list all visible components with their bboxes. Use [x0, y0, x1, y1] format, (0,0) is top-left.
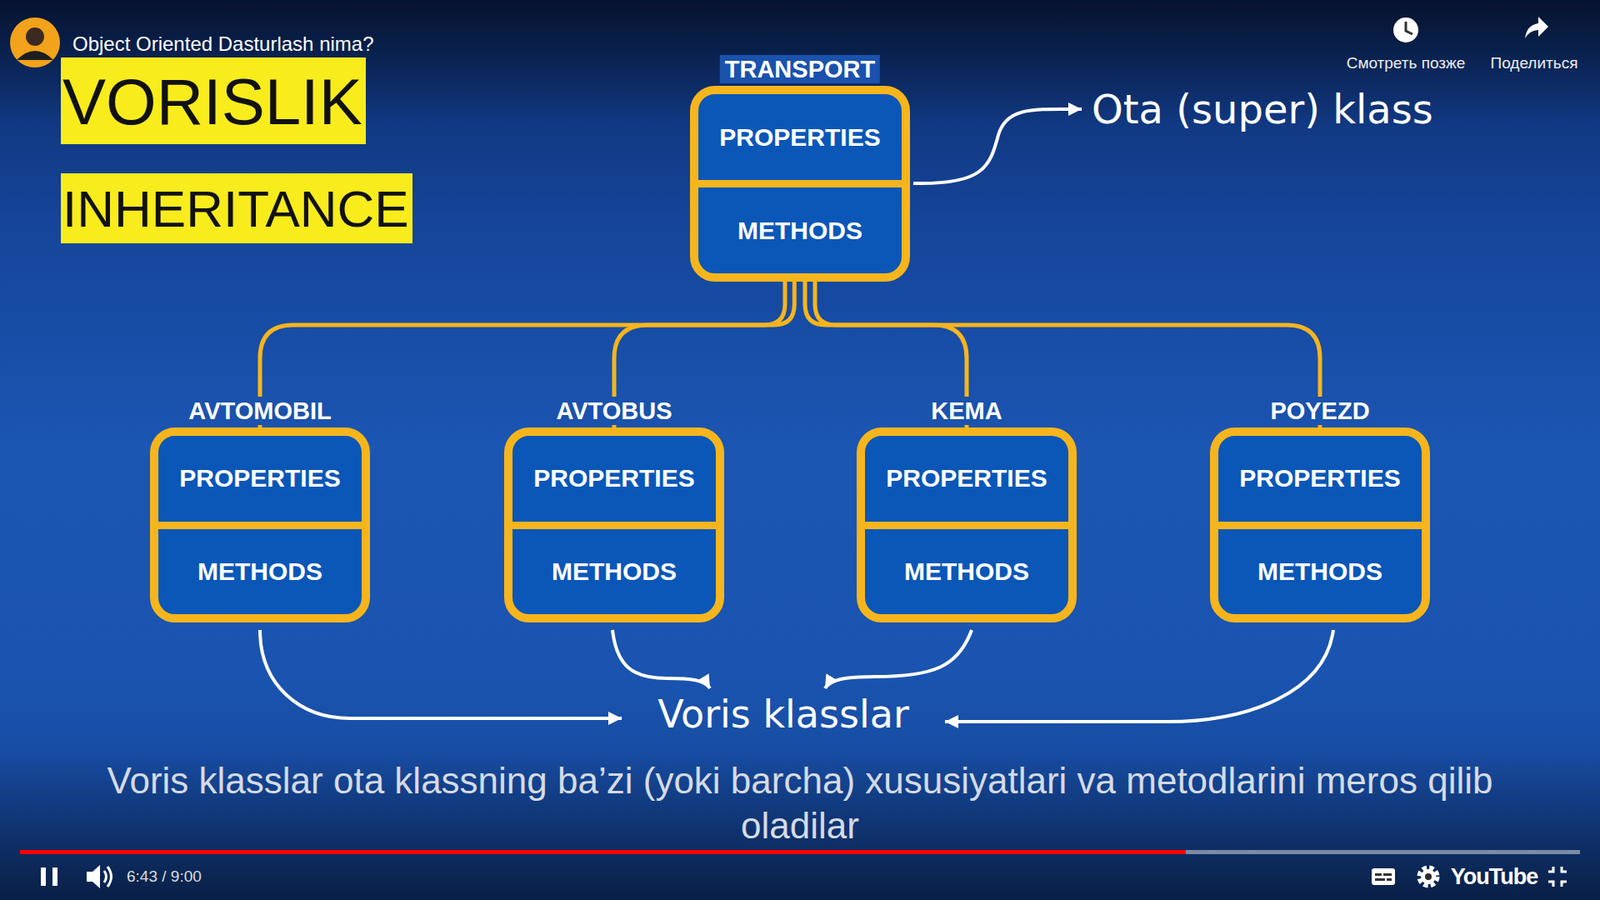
class-name: KEMA: [925, 396, 1007, 425]
class-box: AVTOBUSPROPERTIESMETHODS: [504, 427, 725, 623]
share-icon: [1525, 16, 1549, 39]
class-compartment: PROPERTIES: [512, 435, 716, 530]
class-compartment: METHODS: [698, 187, 902, 274]
subtitle-tag: INHERITANCE: [60, 173, 413, 244]
class-compartment: PROPERTIES: [158, 435, 362, 530]
class-compartment: PROPERTIES: [698, 94, 902, 188]
pause-icon: [40, 867, 58, 886]
class-box: POYEZDPROPERTIESMETHODS: [1210, 427, 1430, 623]
fullscreen-exit-icon: [1548, 866, 1567, 887]
class-compartment: METHODS: [865, 529, 1069, 615]
class-compartment: PROPERTIES: [865, 435, 1069, 530]
progress-track: [20, 850, 1580, 855]
class-compartment: METHODS: [1218, 529, 1422, 615]
class-name: AVTOBUS: [550, 396, 677, 425]
video-title: Object Oriented Dasturlash nima?: [72, 32, 375, 56]
methods-label: METHODS: [197, 557, 323, 586]
properties-label: PROPERTIES: [179, 464, 340, 493]
leader-line: [945, 630, 1334, 722]
player-button-label: Поделиться: [1490, 54, 1579, 73]
class-box: AVTOMOBILPROPERTIESMETHODS: [150, 427, 370, 623]
properties-label: PROPERTIES: [533, 464, 695, 493]
methods-label: METHODS: [737, 216, 863, 245]
channel-avatar: [10, 17, 60, 68]
settings-icon: [1420, 868, 1437, 885]
methods-label: METHODS: [1257, 557, 1383, 586]
methods-label: METHODS: [551, 557, 677, 586]
class-compartment: METHODS: [158, 529, 362, 615]
class-name: TRANSPORT: [720, 55, 880, 84]
class-name: POYEZD: [1265, 396, 1375, 425]
diagram-title: VORISLIK: [60, 57, 366, 145]
inheritance-arrow: [815, 280, 1320, 427]
properties-label: PROPERTIES: [1239, 464, 1400, 493]
watch-later-icon: [1393, 17, 1419, 43]
properties-label: PROPERTIES: [719, 123, 880, 152]
leader-line: [913, 109, 1082, 184]
time-display: 6:43 / 9:00: [126, 867, 202, 886]
leader-line: [612, 630, 710, 689]
methods-label: METHODS: [904, 557, 1030, 586]
class-box: KEMAPROPERTIESMETHODS: [856, 427, 1077, 623]
player-button-label: Смотреть позже: [1346, 54, 1466, 73]
callout-label: Ota (super) klass: [1091, 85, 1434, 133]
volume-icon: [86, 865, 112, 889]
diagram-caption: Voris klasslar ota klassning ba’zi (yoki…: [50, 758, 1550, 849]
inheritance-arrow: [260, 280, 785, 427]
progress-played: [20, 850, 1186, 855]
class-compartment: METHODS: [512, 529, 716, 615]
youtube-logo: YouTube: [1450, 864, 1538, 890]
class-box: TRANSPORTPROPERTIESMETHODS: [690, 85, 910, 282]
class-compartment: PROPERTIES: [1218, 435, 1422, 530]
class-name: AVTOMOBIL: [183, 396, 336, 425]
leader-line: [260, 630, 622, 719]
properties-label: PROPERTIES: [885, 464, 1047, 493]
callout-label: Voris klasslar: [657, 691, 910, 737]
subtitles-icon: [1371, 868, 1395, 885]
leader-line: [825, 630, 972, 689]
